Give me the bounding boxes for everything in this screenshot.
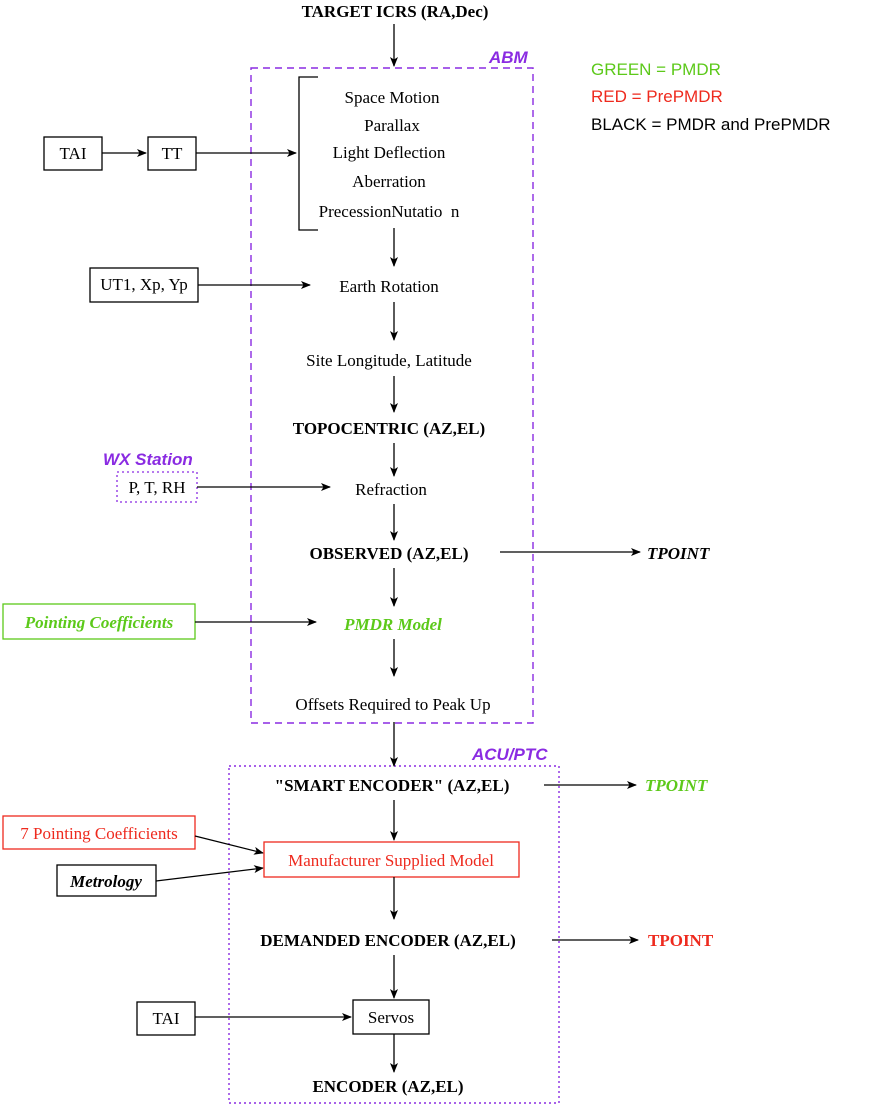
- abm-group-label: ABM: [488, 48, 529, 67]
- correction-parallax: Parallax: [364, 116, 420, 135]
- servos-box: [352, 999, 430, 1035]
- legend-black: BLACK = PMDR and PrePMDR: [591, 115, 831, 134]
- legend-green: GREEN = PMDR: [591, 60, 721, 79]
- legend-red: RED = PrePMDR: [591, 87, 723, 106]
- refraction-node: Refraction: [355, 480, 427, 499]
- wx-label: P, T, RH: [128, 478, 185, 497]
- correction-precession-nutation: PrecessionNutatio n: [319, 202, 460, 221]
- observed-node: OBSERVED (AZ,EL): [309, 544, 468, 563]
- acu-group-label: ACU/PTC: [471, 745, 548, 764]
- smart-encoder-node: "SMART ENCODER" (AZ,EL): [275, 776, 510, 795]
- corrections-bracket: [298, 76, 318, 231]
- servos-label: Servos: [368, 1008, 414, 1027]
- tai-top-label: TAI: [60, 144, 87, 163]
- site-node: Site Longitude, Latitude: [306, 351, 472, 370]
- metrology-arrow: [155, 865, 264, 882]
- topocentric-node: TOPOCENTRIC (AZ,EL): [293, 419, 485, 438]
- correction-light-deflection: Light Deflection: [333, 143, 446, 162]
- ut1-label: UT1, Xp, Yp: [100, 275, 188, 294]
- demanded-encoder-node: DEMANDED ENCODER (AZ,EL): [260, 931, 515, 950]
- tt-label: TT: [162, 144, 183, 163]
- seven-coefficients-label: 7 Pointing Coefficients: [20, 824, 177, 843]
- title-node: TARGET ICRS (RA,Dec): [302, 2, 489, 21]
- tai-bottom-box: [136, 1001, 196, 1036]
- metrology-box: [56, 864, 157, 897]
- pointing-coefficients-label: Pointing Coefficients: [24, 613, 174, 632]
- wx-station-label: WX Station: [103, 450, 193, 469]
- earth-rotation-node: Earth Rotation: [339, 277, 439, 296]
- pointing-coefficients-box: [2, 603, 196, 640]
- correction-space-motion: Space Motion: [345, 88, 440, 107]
- tpoint-black-output: TPOINT: [647, 544, 710, 563]
- metrology-label: Metrology: [69, 872, 142, 891]
- encoder-node: ENCODER (AZ,EL): [312, 1077, 463, 1096]
- pmdr-model-node: PMDR Model: [343, 615, 442, 634]
- wx-box: [116, 471, 198, 503]
- tai-bottom-label: TAI: [153, 1009, 180, 1028]
- correction-aberration: Aberration: [352, 172, 426, 191]
- seven-coefficients-box: [2, 815, 196, 850]
- seven-coefficients-arrow: [194, 835, 264, 855]
- ut1-box: [89, 267, 199, 303]
- tpoint-red-output: TPOINT: [648, 931, 714, 950]
- offsets-node: Offsets Required to Peak Up: [295, 695, 490, 714]
- manufacturer-model-label: Manufacturer Supplied Model: [288, 851, 494, 870]
- tt-box: [147, 136, 197, 171]
- tpoint-green-output: TPOINT: [645, 776, 708, 795]
- manufacturer-model-box: [263, 841, 520, 878]
